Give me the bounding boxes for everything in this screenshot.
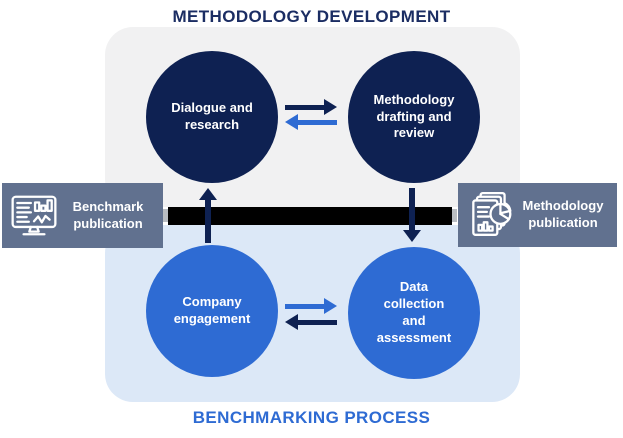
- methodology-development-title: METHODOLOGY DEVELOPMENT: [172, 7, 451, 26]
- document-charts-icon: [465, 190, 515, 240]
- arrow-up-icon: [199, 188, 217, 243]
- data-collection-node: Data collection and assessment: [348, 247, 480, 379]
- benchmark-publication-badge: Benchmark publication: [2, 183, 163, 248]
- company-engagement-node: Company engagement: [146, 245, 278, 377]
- arrow-right-bottom-icon: [285, 298, 337, 314]
- divider-end-right: [452, 209, 457, 222]
- methodology-publication-badge: Methodology publication: [458, 183, 617, 247]
- monitor-charts-icon: [9, 191, 59, 241]
- benchmark-publication-label: Benchmark publication: [72, 198, 144, 231]
- divider-end-left: [163, 209, 168, 222]
- benchmarking-process-title: BENCHMARKING PROCESS: [192, 408, 431, 427]
- methodology-drafting-node: Methodology drafting and review: [348, 51, 480, 183]
- arrow-right-top-icon: [285, 99, 337, 115]
- dialogue-and-research-node: Dialogue and research: [146, 51, 278, 183]
- arrow-left-top-icon: [285, 114, 337, 130]
- arrow-left-bottom-icon: [285, 314, 337, 330]
- section-divider-band: [168, 207, 452, 225]
- methodology-publication-label: Methodology publication: [522, 198, 604, 230]
- arrow-down-icon: [403, 188, 421, 242]
